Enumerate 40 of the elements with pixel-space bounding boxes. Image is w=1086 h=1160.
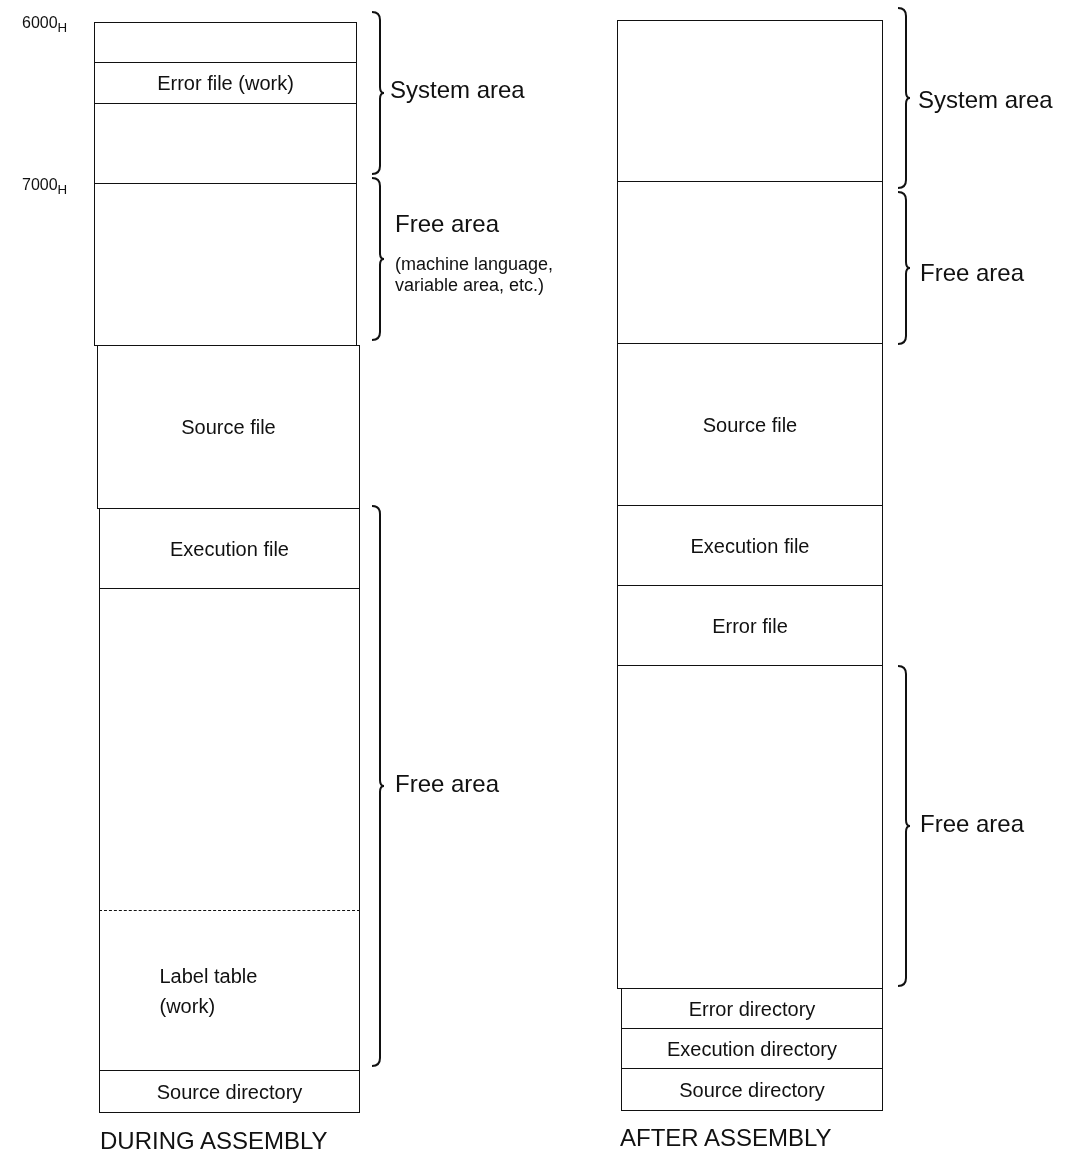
memory-block xyxy=(621,988,883,1029)
block-label: Source file xyxy=(702,412,798,438)
area-label: System area xyxy=(390,76,526,104)
area-label: Free area xyxy=(395,770,501,798)
area-label: System area xyxy=(918,86,1054,114)
block-label: Execution file xyxy=(690,533,810,559)
memory-block xyxy=(99,588,360,911)
column-caption: AFTER ASSEMBLY xyxy=(620,1124,833,1152)
memory-block xyxy=(621,1068,883,1111)
memory-block xyxy=(99,1070,360,1113)
memory-block xyxy=(617,181,883,344)
block-label: Error directory xyxy=(688,996,816,1022)
column-caption: DURING ASSEMBLY xyxy=(100,1127,329,1155)
address-label: 6000$_{H}$ xyxy=(22,14,69,36)
address-label: 7000$_{H}$ xyxy=(22,176,69,198)
memory-block xyxy=(617,343,883,506)
memory-block xyxy=(617,505,883,586)
memory-block xyxy=(94,103,357,184)
memory-block xyxy=(94,183,357,346)
block-label: Error file (work) xyxy=(157,71,294,96)
block-label: Execution file xyxy=(170,536,289,562)
block-label: Source directory xyxy=(156,1079,303,1105)
memory-block xyxy=(617,20,883,182)
memory-block xyxy=(94,62,357,104)
memory-block xyxy=(99,910,360,1071)
memory-block xyxy=(99,508,360,589)
block-label: Source file xyxy=(181,415,276,440)
area-label: Free area xyxy=(395,210,501,238)
block-label: Execution directory xyxy=(666,1036,838,1062)
block-label: Label table (work) xyxy=(159,963,259,1019)
memory-block xyxy=(97,345,360,509)
memory-block xyxy=(617,585,883,666)
block-label: Source directory xyxy=(679,1077,825,1103)
area-label: Free area xyxy=(920,259,1026,287)
memory-block xyxy=(621,1028,883,1069)
area-note: (machine language, variable area, etc.) xyxy=(395,254,555,296)
block-label: Error file xyxy=(712,613,788,639)
memory-block xyxy=(94,22,357,63)
memory-block xyxy=(617,665,883,989)
area-label: Free area xyxy=(920,810,1026,838)
